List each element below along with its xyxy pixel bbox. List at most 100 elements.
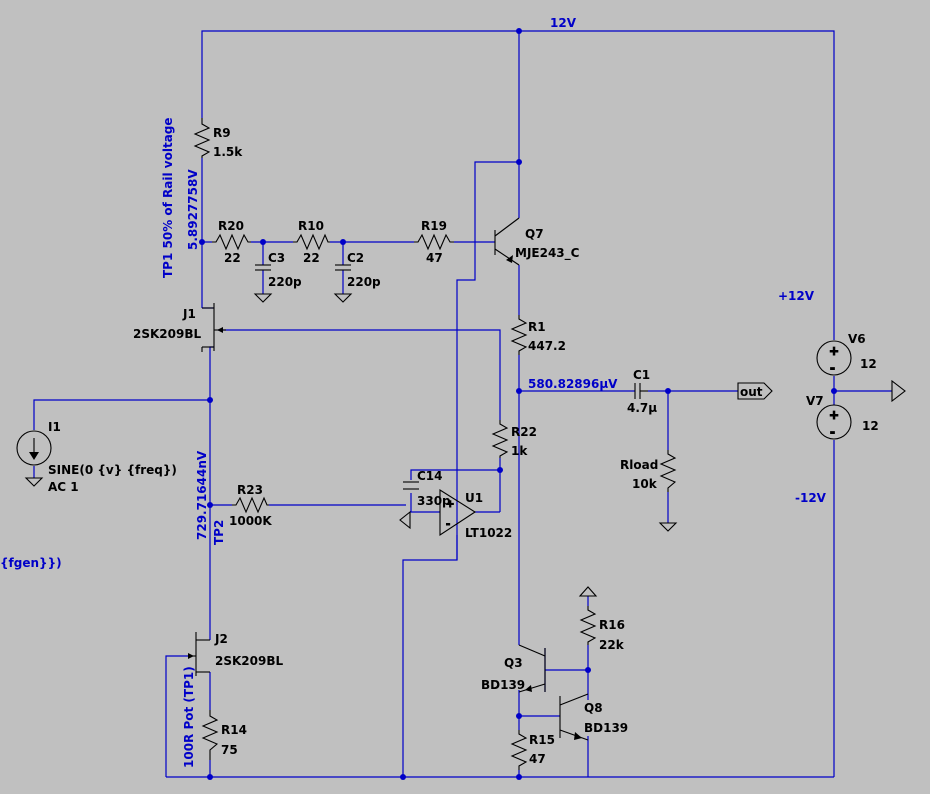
net-label-12v: 12V — [550, 16, 577, 30]
transistor-q8[interactable] — [559, 693, 589, 741]
label-c1-ref: C1 — [633, 368, 650, 382]
transistor-q3[interactable] — [518, 644, 546, 693]
label-r23-ref: R23 — [237, 483, 263, 497]
label-c2-value: 220p — [347, 275, 381, 289]
junctions — [199, 28, 837, 780]
label-v6-ref: V6 — [848, 332, 866, 346]
label-r14-value: 75 — [221, 743, 238, 757]
resistor-r1[interactable] — [510, 315, 528, 355]
label-r14-ref: R14 — [221, 723, 247, 737]
label-v6-value: 12 — [860, 357, 877, 371]
ground-icon-vsupply — [891, 379, 906, 403]
label-i1-value: SINE(0 {v} {freq}) — [48, 463, 177, 477]
label-v7-ref: V7 — [806, 394, 824, 408]
transistor-q7[interactable] — [494, 217, 520, 266]
label-c3-ref: C3 — [268, 251, 285, 265]
label-v7-value: 12 — [862, 419, 879, 433]
svg-text:-: - — [446, 519, 450, 530]
ground-icon-c3 — [253, 293, 273, 303]
resistor-r14[interactable] — [201, 710, 219, 760]
net-label-neg-rail: -12V — [795, 491, 827, 505]
label-i1-ac: AC 1 — [48, 480, 79, 494]
resistor-r9[interactable] — [193, 118, 211, 158]
opamp-feedback-arrow-icon — [399, 510, 411, 530]
ground-icon-r16 — [578, 586, 598, 597]
label-q8-ref: Q8 — [584, 701, 603, 715]
svg-text:+: + — [446, 499, 454, 510]
capacitor-c2[interactable] — [335, 264, 351, 271]
label-r16-value: 22k — [599, 638, 625, 652]
label-j1-value: 2SK209BL — [133, 327, 201, 341]
label-rload-ref: Rload — [620, 458, 658, 472]
label-c2-ref: C2 — [347, 251, 364, 265]
label-r15-value: 47 — [529, 752, 546, 766]
ground-icon-c2 — [333, 293, 353, 303]
resistor-r10[interactable] — [293, 233, 330, 251]
jfet-j1[interactable] — [201, 303, 226, 352]
svg-text:+: + — [829, 344, 839, 358]
label-r10-ref: R10 — [298, 219, 324, 233]
out-port-label: out — [740, 385, 763, 399]
svg-text:-: - — [830, 361, 835, 375]
opamp-u1[interactable]: + - — [439, 489, 477, 537]
ground-icon-i1 — [24, 477, 44, 487]
label-c1-value: 4.7μ — [627, 401, 657, 415]
label-r15-ref: R15 — [529, 733, 555, 747]
label-c14-ref: C14 — [417, 469, 443, 483]
label-j1-ref: J1 — [182, 307, 196, 321]
label-q7-ref: Q7 — [525, 227, 544, 241]
label-u1-value: LT1022 — [465, 526, 512, 540]
capacitor-c1[interactable] — [634, 383, 648, 399]
net-label-out-voltage: 580.82896μV — [528, 377, 618, 391]
label-r19-value: 47 — [426, 251, 443, 265]
label-i1-ref: I1 — [48, 420, 61, 434]
label-r20-value: 22 — [224, 251, 241, 265]
resistor-r22[interactable] — [491, 420, 509, 458]
label-j2-ref: J2 — [214, 632, 228, 646]
net-label-fgen: {fgen}}) — [0, 556, 62, 570]
svg-text:-: - — [830, 425, 835, 439]
label-r19-ref: R19 — [421, 219, 447, 233]
capacitor-c3[interactable] — [255, 264, 271, 271]
label-r23-value: 1000K — [229, 514, 272, 528]
label-r1-ref: R1 — [528, 320, 546, 334]
label-r1-value: 447.2 — [528, 339, 566, 353]
net-label-tp1-voltage: 5.892775​8V — [186, 169, 200, 250]
label-r9-ref: R9 — [213, 126, 231, 140]
current-source-i1[interactable] — [16, 430, 52, 466]
net-label-pos-rail: +12V — [778, 289, 815, 303]
label-rload-value: 10k — [632, 477, 658, 491]
voltage-source-v7[interactable]: + - — [816, 404, 852, 440]
net-label-tp2-voltage: 729.71644nV — [195, 450, 209, 540]
voltage-source-v6[interactable]: + - — [816, 340, 852, 376]
resistor-r20[interactable] — [212, 233, 251, 251]
label-q3-value: BD139 — [481, 678, 525, 692]
label-c14-value: 330p — [417, 494, 451, 508]
label-r9-value: 1.5k — [213, 145, 243, 159]
label-u1-ref: U1 — [465, 491, 483, 505]
resistor-r23[interactable] — [232, 496, 269, 514]
label-q8-value: BD139 — [584, 721, 628, 735]
label-r22-ref: R22 — [511, 425, 537, 439]
label-j2-value: 2SK209BL — [215, 654, 283, 668]
label-r20-ref: R20 — [218, 219, 244, 233]
resistor-rload[interactable] — [659, 450, 677, 492]
svg-text:+: + — [829, 408, 839, 422]
net-label-tp1: TP1 50% of Rail voltage — [161, 117, 175, 278]
jfet-j2[interactable] — [188, 632, 210, 676]
label-c3-value: 220p — [268, 275, 302, 289]
ground-icon-rload — [658, 522, 678, 532]
label-r22-value: 1k — [511, 444, 528, 458]
resistor-r16[interactable] — [579, 606, 597, 645]
resistor-r19[interactable] — [414, 233, 454, 251]
resistor-r15[interactable] — [510, 730, 528, 770]
out-port-icon[interactable] — [737, 382, 773, 400]
net-label-pot: 100R Pot (TP1) — [182, 666, 196, 768]
label-r16-ref: R16 — [599, 618, 625, 632]
label-q7-value: MJE243_C — [515, 246, 580, 261]
capacitor-c14[interactable] — [403, 481, 419, 490]
label-r10-value: 22 — [303, 251, 320, 265]
net-label-tp2: TP2 — [212, 520, 226, 545]
label-q3-ref: Q3 — [504, 656, 523, 670]
